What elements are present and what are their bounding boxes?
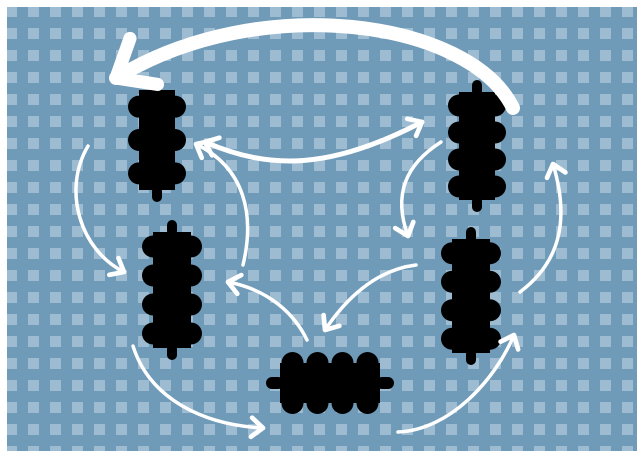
table-mid-right	[441, 227, 501, 365]
arrow-bottom-center-to-mid-right	[396, 333, 516, 434]
table-bottom-center	[266, 352, 394, 414]
arrowhead-icon	[106, 255, 127, 278]
arrow-mid-left-to-top-left	[194, 142, 250, 267]
arrow-top-left-to-top-right	[202, 119, 425, 164]
arrowhead-icon	[498, 332, 521, 352]
table-top	[280, 363, 380, 403]
table-top	[139, 90, 175, 190]
seat-end	[376, 377, 394, 389]
arrow-mid-left-to-bottom-center	[131, 344, 265, 430]
arrowhead-icon	[193, 138, 214, 161]
table-top	[459, 92, 495, 200]
seat-end	[266, 377, 284, 389]
arrowhead-icon	[404, 116, 425, 139]
table-top	[452, 239, 490, 353]
arrowhead-icon	[248, 415, 266, 440]
arrow-mid-right-to-top-right	[518, 162, 563, 294]
arrowhead-icon	[225, 272, 244, 297]
arrow-mid-right-to-bottom-center	[323, 263, 418, 332]
table-top-right	[448, 80, 506, 212]
arrowhead-icon	[392, 219, 416, 239]
arrows-layer	[74, 18, 568, 440]
table-mid-left	[142, 220, 202, 360]
arrow-top-right-to-top-left	[109, 18, 520, 115]
arrow-top-right-to-mid-right	[399, 140, 443, 238]
arrow-top-left-to-mid-left	[74, 144, 126, 274]
arrowhead-icon	[321, 312, 342, 333]
table-top	[153, 232, 191, 348]
arrow-bottom-center-to-mid-left	[226, 280, 309, 342]
table-top-left	[128, 78, 186, 202]
arrowhead-icon	[109, 31, 165, 91]
arrowhead-icon	[544, 161, 568, 181]
tables-layer	[128, 78, 506, 414]
